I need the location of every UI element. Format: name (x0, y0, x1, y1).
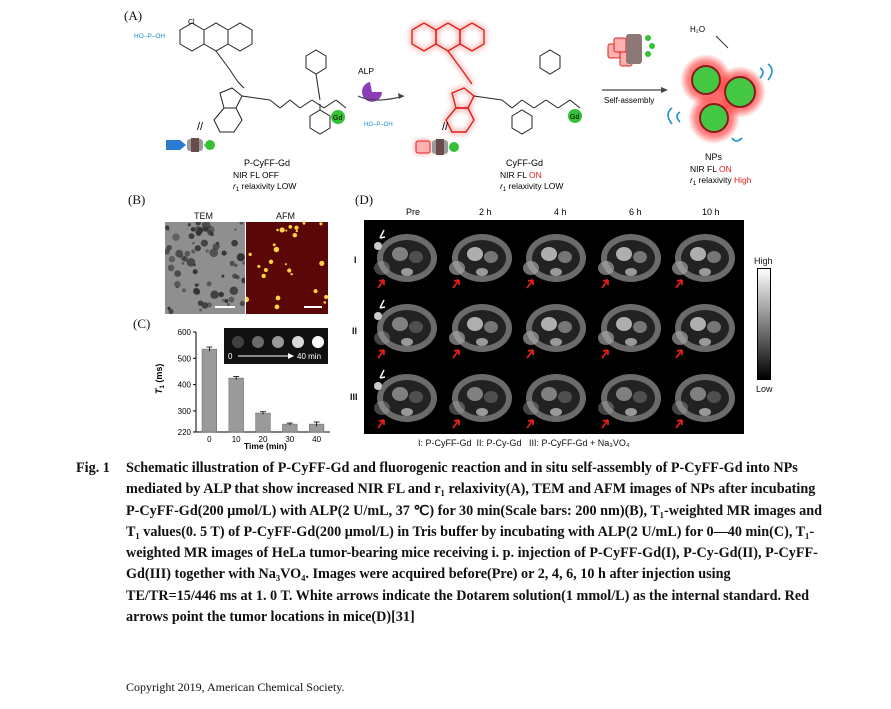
chart-x-tick-label: 0 (207, 435, 212, 444)
panel-b-label: (B) (128, 192, 146, 207)
phosphate-label: HO–P–OH (134, 33, 165, 40)
inset-dot (252, 336, 264, 348)
mri-grid: Pre 2 h 4 h 6 h 10 h (364, 207, 744, 434)
chart-y-tick-label: 600 (178, 328, 192, 337)
chart-y-tick-label: 500 (178, 354, 192, 363)
afm-label: AFM (276, 211, 295, 221)
mri-slice-image (594, 364, 668, 432)
svg-text:NIR FL ON: NIR FL ON (690, 164, 732, 174)
inset-dot (292, 336, 304, 348)
inset-dot (312, 336, 324, 348)
intensity-scale-bar (757, 268, 771, 380)
row-iii: III (350, 392, 358, 402)
mri-slice-image (445, 224, 519, 292)
figure-number: Fig. 1 (76, 460, 110, 476)
row-ii: II (352, 326, 358, 336)
product-name: CyFF-Gd (506, 158, 543, 168)
reactant-molecule (179, 22, 347, 135)
col-pre: Pre (406, 207, 421, 217)
inset-dot (272, 336, 284, 348)
chart-bar (201, 348, 218, 433)
tem-image (165, 222, 245, 314)
afm-image (246, 222, 328, 314)
product-molecule (411, 22, 485, 133)
tem-label: TEM (194, 211, 213, 221)
stack-cartoon-icon (607, 34, 655, 67)
mri-slice-image (370, 364, 444, 432)
scale-low: Low (756, 384, 773, 394)
chart-x-tick-label: 30 (285, 435, 294, 444)
inset-end: 40 min (297, 352, 321, 361)
svg-text:r1 relaxivity High: r1 relaxivity High (690, 175, 752, 187)
row-i: I (354, 255, 357, 265)
mri-slice-image (370, 224, 444, 292)
svg-text:Gd: Gd (570, 114, 579, 121)
chart-bar (228, 377, 244, 433)
chart-y-tick-label: 220 (178, 428, 192, 437)
mri-slice-image (519, 364, 593, 432)
panel-a-label: (A) (124, 8, 143, 23)
nps-name: NPs (705, 152, 723, 162)
copyright-line: Copyright 2019, American Chemical Societ… (126, 680, 345, 694)
panel-d-legend: I: P-CyFF-Gd II: P-Cy-Gd III: P-CyFF-Gd … (418, 438, 630, 448)
enzyme-label: ALP (358, 66, 374, 76)
chart-xlabel: Time (min) (244, 441, 287, 451)
col-10h: 10 h (702, 207, 720, 217)
panel-d-label: (D) (355, 192, 374, 207)
water-label: H₂O (690, 25, 705, 34)
released-phosphate: HO–P–OH (364, 122, 393, 128)
scale-high: High (754, 256, 773, 266)
chart-x-tick-label: 40 (312, 435, 321, 444)
chart-y-tick-label: 300 (178, 407, 192, 416)
alp-pacman-icon (362, 82, 382, 102)
reactant-name: P-CyFF-Gd (244, 158, 290, 168)
chart-y-tick-label: 400 (178, 381, 192, 390)
svg-text:r1 relaxivity LOW: r1 relaxivity LOW (233, 181, 296, 193)
chart-bar (282, 423, 298, 433)
svg-text:r1 relaxivity LOW: r1 relaxivity LOW (500, 181, 563, 193)
mri-slice-image (370, 294, 444, 362)
nanoparticle-cluster-icon (667, 54, 773, 144)
mri-slice-image (668, 224, 742, 292)
caption-text: Schematic illustration of P-CyFF-Gd and … (126, 460, 823, 626)
chart-bar (255, 412, 271, 433)
gd-ball (331, 110, 345, 124)
col-6h: 6 h (629, 207, 642, 217)
panel-c-label: (C) (133, 316, 151, 331)
mri-slice-image (519, 294, 593, 362)
cl-label: Cl (188, 19, 195, 26)
t1-bar-chart: 220 300 400 500 600 0 10 20 30 40 T1 (ms) Time (… (154, 328, 330, 451)
mri-slice-image (519, 224, 593, 292)
gd-label: Gd (333, 115, 342, 122)
chart-x-tick-label: 20 (259, 435, 268, 444)
mri-slice-image (668, 364, 742, 432)
slash-1: // (197, 121, 204, 133)
mri-slice-image (445, 294, 519, 362)
mri-slice-image (668, 294, 742, 362)
self-assembly-label: Self-assembly (604, 96, 654, 105)
inset-dot (232, 336, 244, 348)
col-4h: 4 h (554, 207, 567, 217)
product-cartoon-icon (415, 139, 459, 155)
inset-start: 0 (228, 352, 233, 361)
mri-slice-image (445, 364, 519, 432)
svg-text:NIR FL ON: NIR FL ON (500, 170, 542, 180)
chart-ylabel: T1 (ms) (154, 364, 166, 394)
mri-slice-image (594, 294, 668, 362)
reactant-cartoon-icon (166, 138, 215, 152)
col-2h: 2 h (479, 207, 492, 217)
chart-x-tick-label: 10 (232, 435, 241, 444)
svg-text:NIR FL OFF: NIR FL OFF (233, 170, 279, 180)
panel-a-scheme: Gd Cl HO–P–OH // P-CyFF-Gd NIR FL OFF r1… (134, 19, 773, 193)
svg-text://: // (442, 121, 449, 133)
mri-slice-image (594, 224, 668, 292)
